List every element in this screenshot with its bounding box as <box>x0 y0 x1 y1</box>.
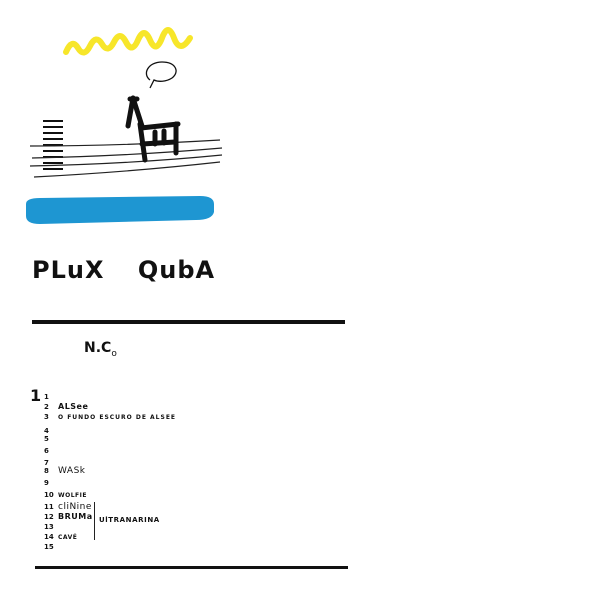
artist-initials: N.C <box>84 340 112 356</box>
title-word-2: QubA <box>137 256 216 284</box>
yellow-squiggle <box>63 27 193 56</box>
album-title: PLuX QubA <box>32 256 215 284</box>
group-label: UlTRANARINA <box>99 516 160 524</box>
track-row: 1 <box>44 393 49 401</box>
ladder-marks <box>43 120 63 170</box>
track-row: 13 <box>44 523 54 531</box>
track-row: 15 <box>44 543 54 551</box>
top-divider <box>32 320 345 324</box>
title-word-1: PLuX <box>32 256 105 284</box>
blue-brush-stroke <box>26 196 214 224</box>
artist-name: N.Co <box>84 340 117 359</box>
bottom-divider <box>35 566 348 569</box>
track-row: 7 <box>44 459 49 467</box>
track-row: 5 <box>44 435 49 443</box>
creature-figure <box>125 95 181 163</box>
staff-lines <box>29 139 223 178</box>
track-row: 9 <box>44 479 49 487</box>
side-number: 1 <box>30 386 42 405</box>
artist-suffix: o <box>111 348 117 359</box>
speech-bubble <box>145 61 177 89</box>
track-row: 4 <box>44 427 49 435</box>
group-bracket <box>94 502 95 540</box>
track-row: 6 <box>44 447 49 455</box>
